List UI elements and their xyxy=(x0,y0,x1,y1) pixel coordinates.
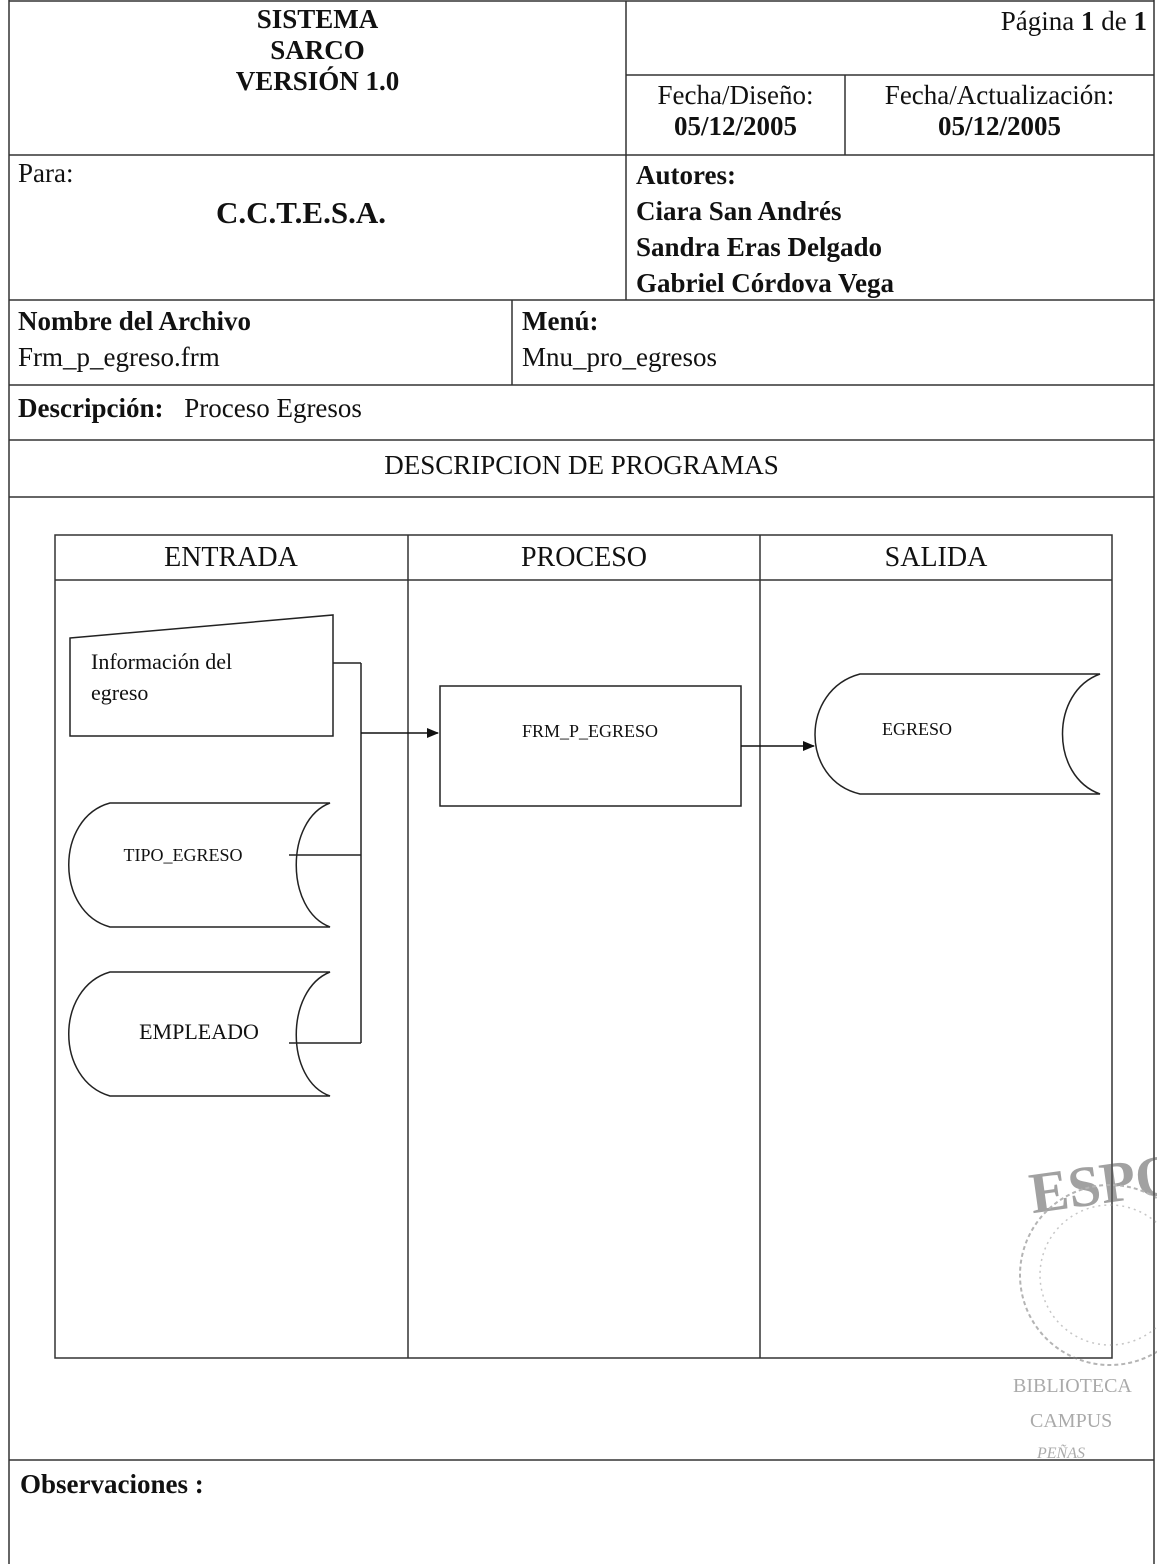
manual-input-line1: Información del xyxy=(91,649,232,674)
stamp-line: BIBLIOTECA xyxy=(1013,1375,1132,1397)
section-title: DESCRIPCION DE PROGRAMAS xyxy=(384,450,779,480)
author-name: Ciara San Andrés xyxy=(636,196,842,226)
stored-data-shape-egreso xyxy=(814,673,1101,795)
column-header-salida: SALIDA xyxy=(885,542,988,573)
author-name: Sandra Eras Delgado xyxy=(636,232,883,262)
page-current: 1 xyxy=(1081,6,1095,36)
page-of: de xyxy=(1101,6,1127,36)
client-label: Para: xyxy=(18,158,74,188)
menu-label: Menú: xyxy=(522,306,599,336)
stored-data-label-empleado: EMPLEADO xyxy=(139,1019,259,1044)
system-title-line1: SISTEMA xyxy=(256,4,379,34)
design-date-label: Fecha/Diseño: xyxy=(657,80,814,110)
menu-value: Mnu_pro_egresos xyxy=(522,342,717,372)
system-title-line2: SARCO xyxy=(270,35,365,66)
page-number: Página 1 de 1 xyxy=(1001,6,1147,37)
design-date-value: 05/12/2005 xyxy=(673,111,797,142)
diagram-table xyxy=(54,534,1113,1359)
manual-input-line2: egreso xyxy=(91,680,148,705)
author-name: Gabriel Córdova Vega xyxy=(636,268,895,298)
observations-label: Observaciones : xyxy=(20,1469,204,1499)
stamp-line: CAMPUS xyxy=(1030,1410,1112,1432)
stored-data-label-tipo-egreso: TIPO_EGRESO xyxy=(123,845,242,865)
process-box xyxy=(439,685,742,807)
update-date-label: Fecha/Actualización: xyxy=(884,80,1115,110)
stored-data-shape-tipo-egreso xyxy=(68,802,331,928)
authors-block: Autores: Ciara San Andrés Sandra Eras De… xyxy=(636,157,894,301)
authors-label: Autores: xyxy=(636,160,736,190)
library-stamp: ESPOL BIBLIOTECA CAMPUS PEÑAS xyxy=(1013,1135,1157,1462)
column-header-proceso: PROCESO xyxy=(521,542,647,573)
input-connectors xyxy=(289,662,362,1044)
client-name: C.C.T.E.S.A. xyxy=(216,195,386,230)
file-label: Nombre del Archivo xyxy=(18,306,251,336)
stored-data-shape-empleado xyxy=(68,971,331,1097)
manual-input-shape xyxy=(69,614,334,737)
update-date-value: 05/12/2005 xyxy=(937,111,1061,142)
column-header-entrada: ENTRADA xyxy=(164,542,299,573)
design-date-cell: Fecha/Diseño: 05/12/2005 xyxy=(626,80,845,142)
description-row: Descripción: Proceso Egresos xyxy=(18,393,362,424)
description-value: Proceso Egresos xyxy=(184,393,362,423)
process-label: FRM_P_EGRESO xyxy=(522,721,658,741)
file-value: Frm_p_egreso.frm xyxy=(18,342,220,372)
page-total: 1 xyxy=(1133,6,1148,36)
description-label: Descripción: xyxy=(18,393,164,423)
stamp-line: PEÑAS xyxy=(1036,1443,1085,1462)
stored-data-label-egreso: EGRESO xyxy=(882,719,952,739)
page-prefix: Página xyxy=(1000,6,1075,36)
system-version: VERSIÓN 1.0 xyxy=(235,66,400,97)
update-date-cell: Fecha/Actualización: 05/12/2005 xyxy=(845,80,1154,142)
system-title: SISTEMA SARCO VERSIÓN 1.0 xyxy=(9,4,626,97)
